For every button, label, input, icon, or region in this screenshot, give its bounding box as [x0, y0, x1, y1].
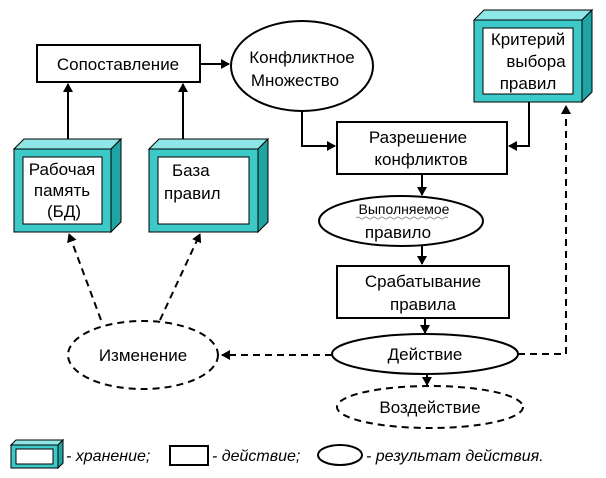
rule-firing-label-1: Срабатывание [365, 272, 481, 291]
rule-firing-action-box: Срабатывание правила [336, 265, 510, 319]
rule-selection-criterion-label-2: выбора [506, 52, 566, 71]
executable-rule-label-2: правило [365, 223, 431, 242]
conflict-set-label-2: Множество [251, 71, 339, 90]
executable-rule-label-1: Выполняемое [359, 201, 450, 217]
conflict-set-label-1: Конфликтное [249, 48, 355, 67]
legend-storage-icon [9, 438, 65, 470]
comparison-label: Сопоставление [57, 55, 179, 74]
change-result: Изменение [67, 320, 219, 390]
conflict-resolution-label-2: конфликтов [374, 150, 467, 169]
action-label: Действие [388, 345, 463, 364]
arrow-change-to-rule-base [159, 233, 202, 321]
executable-rule-result: Выполняемое правило [318, 195, 484, 247]
impact-label: Воздействие [379, 398, 480, 417]
legend: - хранение; - действие; - результат дейс… [9, 438, 544, 470]
legend-result-icon [317, 444, 363, 466]
legend-storage-text: - хранение; [66, 448, 150, 465]
working-memory-label-2: память [34, 181, 90, 200]
change-label: Изменение [99, 346, 187, 365]
conflict-resolution-action-box: Разрешение конфликтов [336, 121, 508, 175]
legend-result-text: - результат действия. [366, 448, 544, 465]
rule-firing-label-2: правила [390, 295, 457, 314]
spellcheck-squiggle [355, 216, 449, 220]
conflict-resolution-label-1: Разрешение [369, 128, 467, 147]
rule-base-label-1: База [172, 161, 210, 180]
legend-action-text: - действие; [212, 448, 300, 465]
rule-selection-criterion-label-3: правил [500, 74, 557, 93]
working-memory-storage: Рабочая память (БД) [12, 137, 123, 234]
impact-result: Воздействие [336, 385, 524, 429]
rule-selection-criterion-storage: Критерий выбора правил [472, 8, 594, 104]
rule-base-label-2: правил [164, 184, 221, 203]
conflict-set-result: Конфликтное Множество [230, 20, 374, 112]
arrow-conflict-set-to-resolution [301, 111, 336, 151]
arrow-change-to-working-memory [67, 233, 102, 321]
arrow-criterion-to-resolution [508, 102, 530, 151]
action-result: Действие [331, 333, 519, 375]
working-memory-label-3: (БД) [47, 202, 81, 221]
rule-base-storage: База правил [147, 137, 270, 234]
rule-selection-criterion-label-1: Критерий [491, 30, 565, 49]
arrow-action-to-criterion [518, 105, 571, 355]
working-memory-label-1: Рабочая [29, 160, 96, 179]
legend-action-icon [169, 445, 209, 466]
comparison-action-box: Сопоставление [36, 44, 201, 83]
